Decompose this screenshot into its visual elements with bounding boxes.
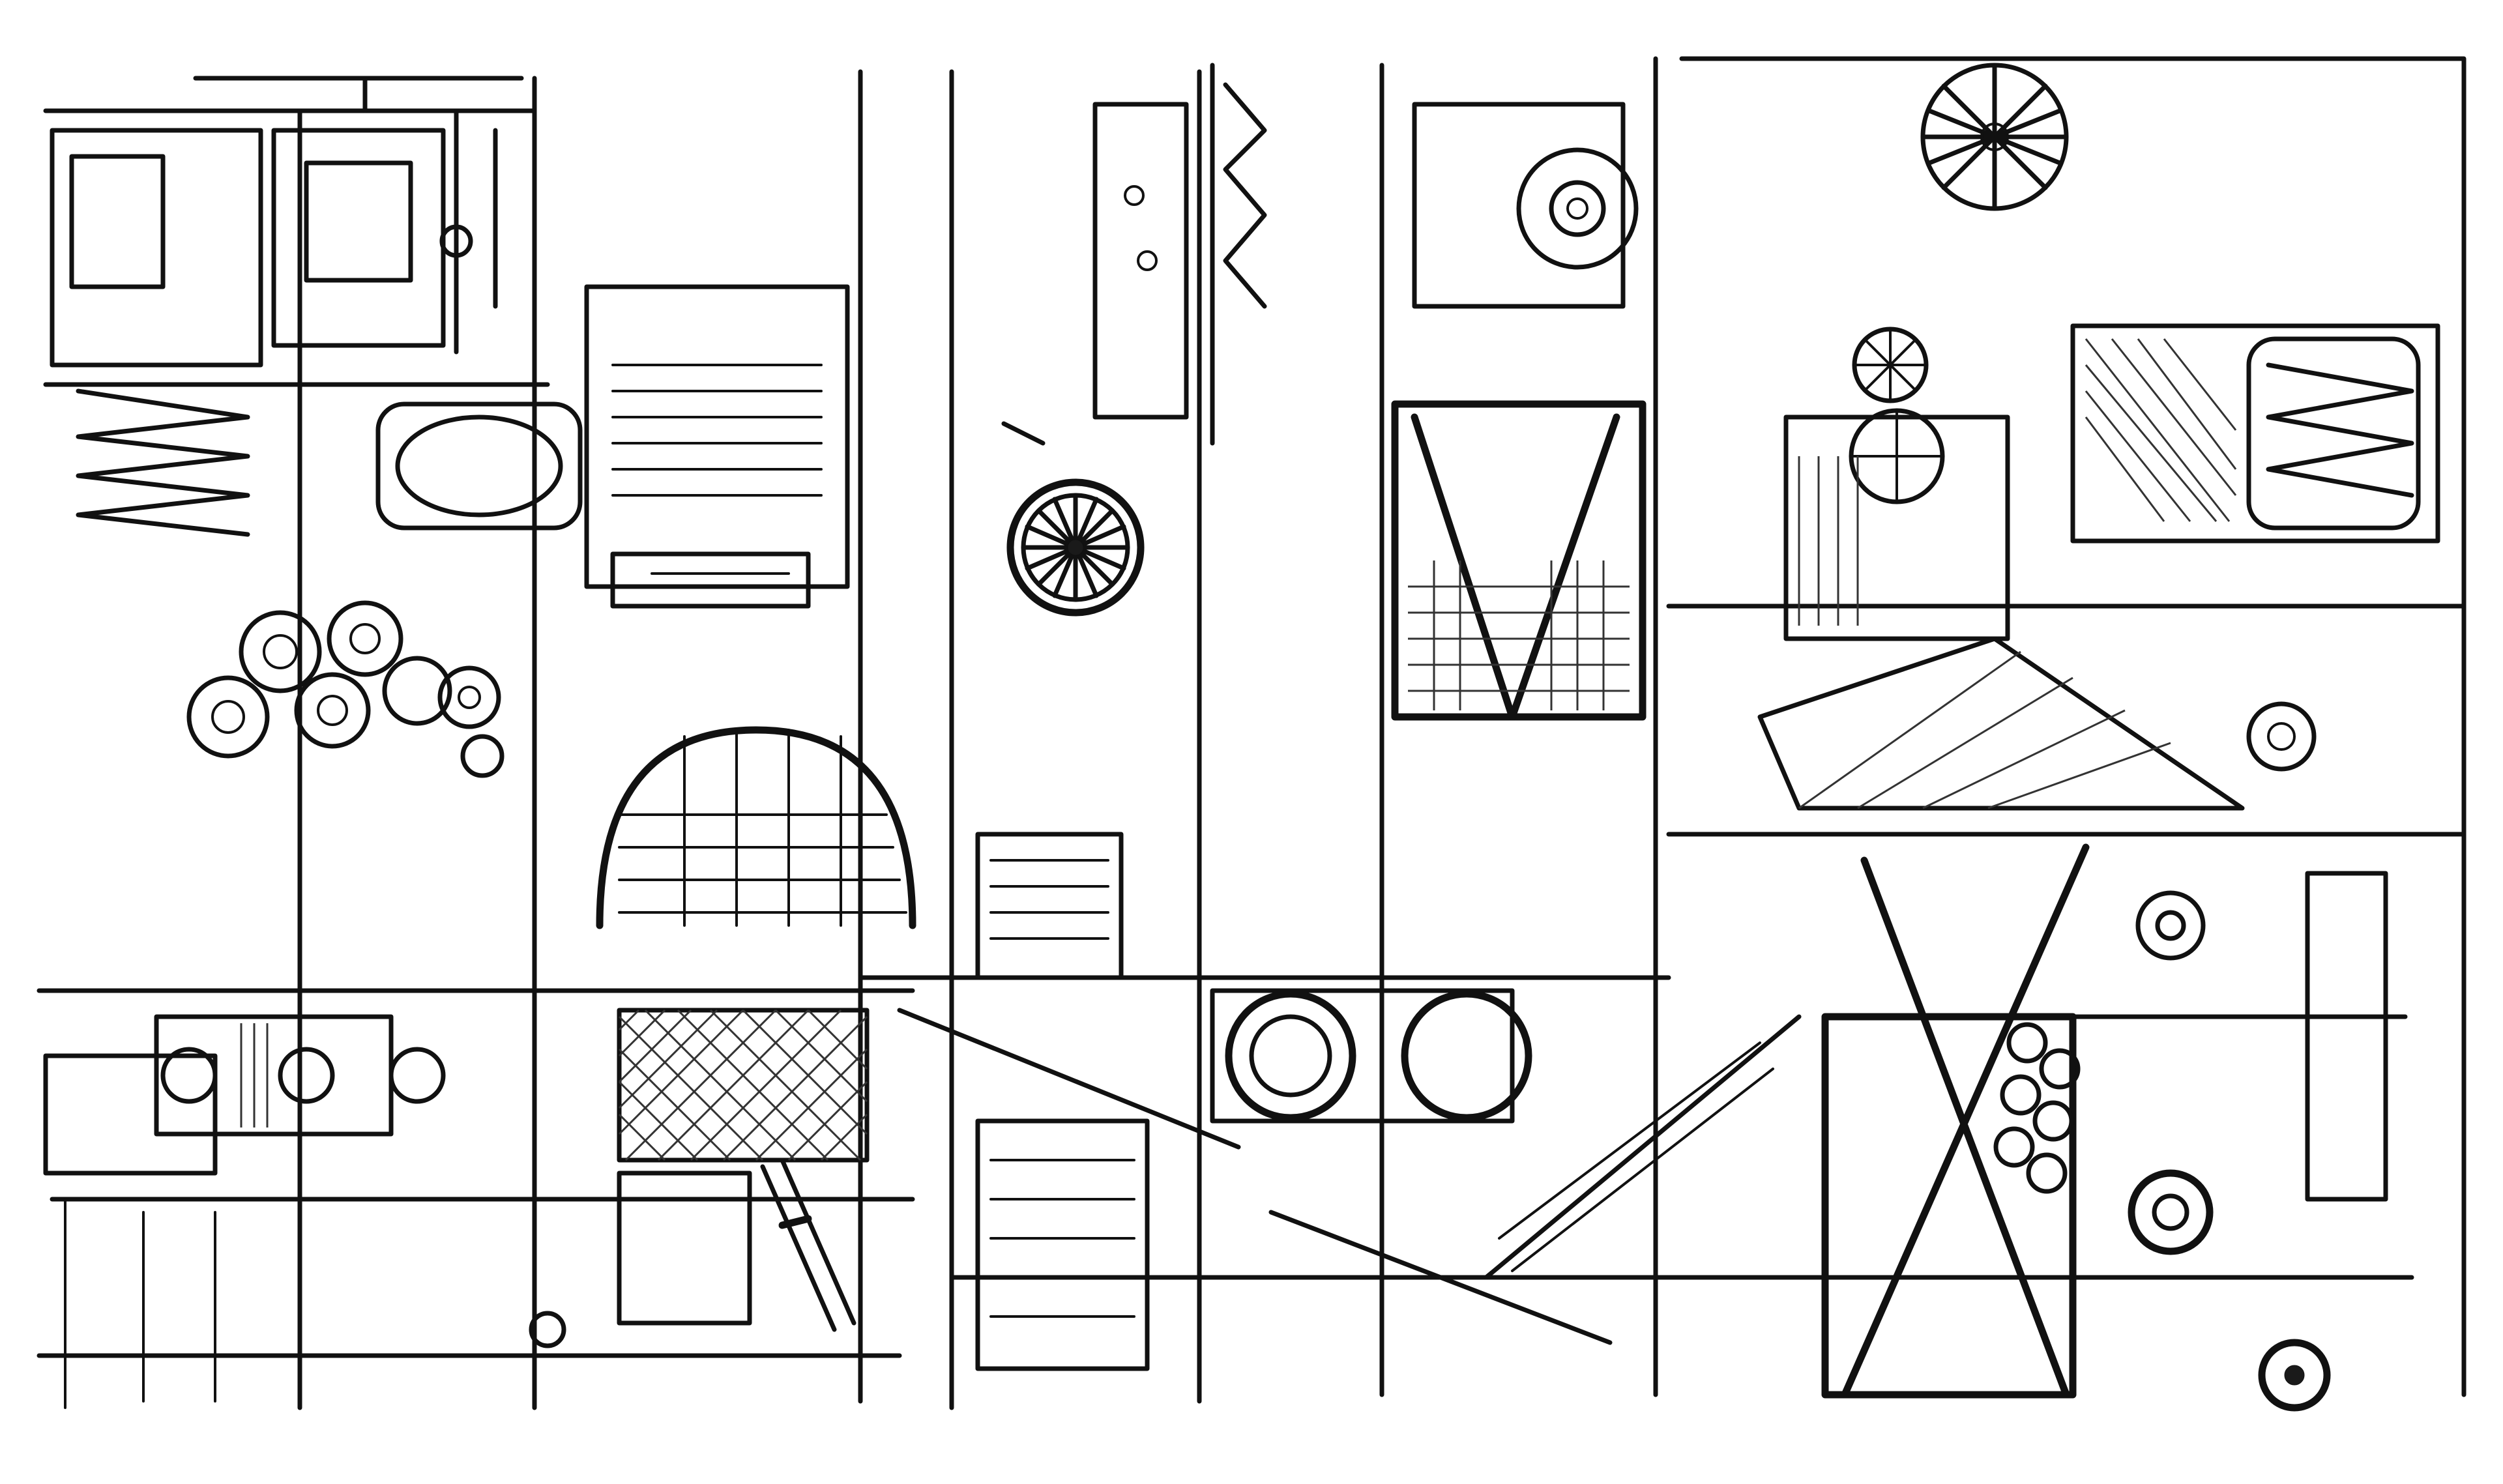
ball-pile <box>1993 1022 2081 1194</box>
wheel-icon <box>1006 478 1145 617</box>
v-frame <box>1391 400 1647 721</box>
bottom-left-machine <box>43 1014 566 1348</box>
diagonal-struts <box>897 421 1802 1345</box>
right-bottom-wheels <box>2128 871 2388 1412</box>
target-disc <box>1412 102 1639 309</box>
sloped-roof <box>1757 636 2317 811</box>
spring-right <box>2070 323 2440 544</box>
top-right-fan <box>1920 63 2069 211</box>
ladder-center <box>975 832 1150 1371</box>
top-left-cabinet <box>50 76 524 368</box>
gear-icon <box>239 610 322 693</box>
spoked-wheel-center <box>1006 478 1145 617</box>
wheel-icon <box>2128 1169 2214 1255</box>
center-portholes <box>1210 988 1532 1124</box>
bolt-icon <box>439 224 473 258</box>
dome-arch <box>596 726 916 929</box>
center-column <box>1092 63 1267 446</box>
gear-cluster <box>186 600 505 778</box>
structural-frame <box>37 56 2466 1410</box>
center-left-drawers <box>584 284 850 609</box>
big-x-bracing <box>1821 843 2090 1399</box>
oval-window <box>375 401 583 531</box>
gear-stack-right <box>1783 327 2010 641</box>
crosshatch-panel <box>617 1008 870 1326</box>
spring-left <box>76 388 250 537</box>
screwdriver-icon <box>760 1157 856 1332</box>
